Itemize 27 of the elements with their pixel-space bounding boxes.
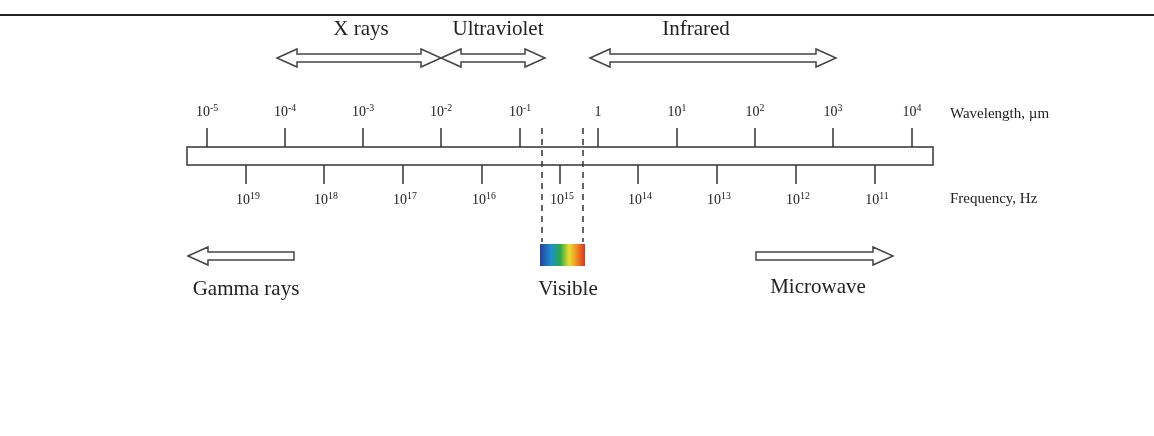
axis-label: Wavelength, µm bbox=[950, 105, 1050, 121]
tick-label: 10$^{18}$ bbox=[314, 193, 338, 207]
axis-label: Frequency, Hz bbox=[950, 190, 1038, 206]
tick-label: 10$^{19}$ bbox=[236, 193, 260, 207]
band-label: Visible bbox=[538, 277, 598, 299]
tick-label: 10$^{12}$ bbox=[786, 193, 810, 207]
band-label: Gamma rays bbox=[192, 277, 300, 299]
tick-label: 10$^{15}$ bbox=[550, 193, 574, 207]
tick-label: 10$^{14}$ bbox=[628, 193, 652, 207]
band-label: Microwave bbox=[770, 275, 866, 297]
tick-label: 10$^{2}$ bbox=[745, 105, 765, 119]
tick-label: 10$^{13}$ bbox=[707, 193, 731, 207]
tick-label: 10$^{3}$ bbox=[823, 105, 843, 119]
tick-label: 10$^{11}$ bbox=[865, 193, 889, 207]
tick-label: 10$^{4}$ bbox=[902, 105, 922, 119]
band-label: Infrared bbox=[662, 17, 730, 39]
tick-label: 10$^{17}$ bbox=[393, 193, 417, 207]
tick-label: 1 bbox=[594, 105, 602, 119]
tick-label: 10$^{-4}$ bbox=[273, 105, 297, 119]
band-label: Ultraviolet bbox=[452, 17, 544, 39]
tick-label: 10$^{-2}$ bbox=[429, 105, 453, 119]
tick-label: 10$^{-1}$ bbox=[508, 105, 532, 119]
tick-label: 10$^{-3}$ bbox=[351, 105, 375, 119]
tick-label: 10$^{16}$ bbox=[472, 193, 496, 207]
tick-label: 10$^{-5}$ bbox=[195, 105, 219, 119]
tick-label: 10$^{1}$ bbox=[667, 105, 687, 119]
band-label: X rays bbox=[333, 17, 389, 39]
